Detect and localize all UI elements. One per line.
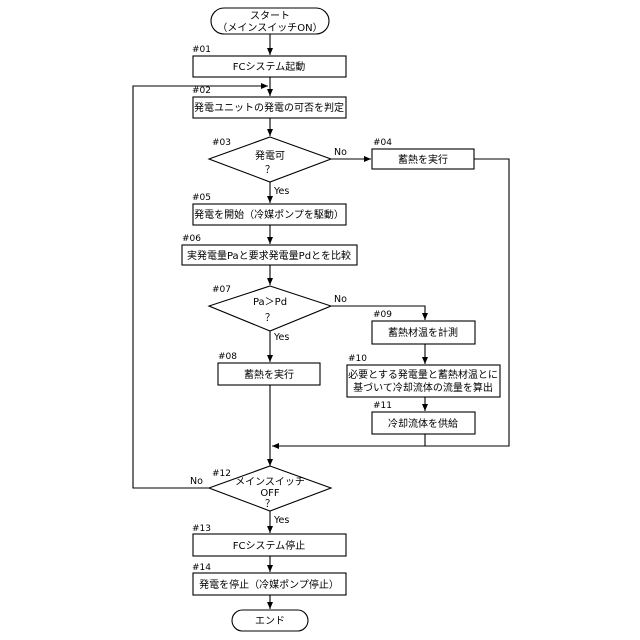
- decision-03: #03 発電可 ？: [209, 137, 331, 182]
- end-label: エンド: [255, 616, 285, 627]
- label-07-no: No: [334, 294, 347, 305]
- decision-03-id: #03: [212, 138, 231, 148]
- step-06-id: #06: [182, 234, 201, 244]
- decision-03-line2: ？: [265, 165, 275, 176]
- step-14: #14 発電を停止（冷媒ポンプ停止）: [192, 563, 346, 595]
- label-03-yes: Yes: [273, 186, 289, 197]
- decision-07-line2: ？: [265, 313, 275, 324]
- label-12-yes: Yes: [273, 515, 289, 526]
- start-label-line2: （メインスイッチON）: [217, 22, 322, 34]
- step-13-id: #13: [192, 524, 211, 534]
- step-01-id: #01: [192, 45, 211, 55]
- label-07-yes: Yes: [273, 332, 289, 343]
- step-13-label: FCシステム停止: [233, 539, 305, 552]
- decision-12: #12 メインスイッチ OFF ？: [209, 466, 331, 511]
- decision-07: #07 Pa＞Pd ？: [209, 285, 331, 331]
- label-12-no: No: [190, 476, 203, 487]
- step-05-id: #05: [192, 193, 211, 203]
- step-09: #09 蓄熱材温を計測: [372, 310, 475, 344]
- start-label-line1: スタート: [250, 10, 290, 22]
- step-13: #13 FCシステム停止: [192, 524, 346, 556]
- step-05: #05 発電を開始（冷媒ポンプを駆動）: [192, 193, 346, 225]
- end-terminator: エンド: [232, 610, 308, 631]
- step-05-label: 発電を開始（冷媒ポンプを駆動）: [194, 208, 344, 221]
- decision-12-line3: ？: [265, 499, 275, 510]
- decision-12-id: #12: [212, 469, 231, 479]
- step-02-label: 発電ユニットの発電の可否を判定: [194, 101, 344, 114]
- step-04-id: #04: [373, 138, 392, 148]
- step-08-id: #08: [218, 352, 237, 362]
- step-11: #11 冷却流体を供給: [372, 401, 475, 434]
- decision-07-id: #07: [212, 285, 231, 295]
- step-01: #01 FCシステム起動: [192, 45, 346, 77]
- decision-12-line1: メインスイッチ: [235, 476, 305, 488]
- step-10-line2: 基づいて冷却流体の流量を算出: [353, 381, 493, 394]
- step-10: #10 必要とする発電量と蓄熱材温とに 基づいて冷却流体の流量を算出: [347, 354, 500, 397]
- step-08: #08 蓄熱を実行: [218, 352, 320, 385]
- step-01-label: FCシステム起動: [233, 60, 305, 73]
- step-02-id: #02: [192, 86, 211, 96]
- label-03-no: No: [334, 147, 347, 158]
- start-terminator: スタート （メインスイッチON）: [211, 8, 329, 34]
- step-14-id: #14: [192, 563, 211, 573]
- step-11-id: #11: [373, 401, 392, 411]
- step-10-line1: 必要とする発電量と蓄熱材温とに: [348, 368, 498, 381]
- step-02: #02 発電ユニットの発電の可否を判定: [192, 86, 346, 118]
- step-04: #04 蓄熱を実行: [372, 138, 474, 169]
- decision-03-line1: 発電可: [255, 149, 285, 162]
- step-11-label: 冷却流体を供給: [388, 417, 458, 430]
- step-14-label: 発電を停止（冷媒ポンプ停止）: [199, 578, 339, 591]
- step-09-label: 蓄熱材温を計測: [388, 326, 458, 339]
- decision-07-line1: Pa＞Pd: [253, 297, 287, 308]
- step-06-label: 実発電量Paと要求発電量Pdとを比較: [187, 249, 351, 262]
- step-09-id: #09: [373, 310, 392, 320]
- decision-12-line2: OFF: [260, 488, 280, 499]
- step-08-label: 蓄熱を実行: [244, 368, 294, 381]
- step-10-id: #10: [348, 354, 367, 364]
- step-04-label: 蓄熱を実行: [398, 153, 448, 166]
